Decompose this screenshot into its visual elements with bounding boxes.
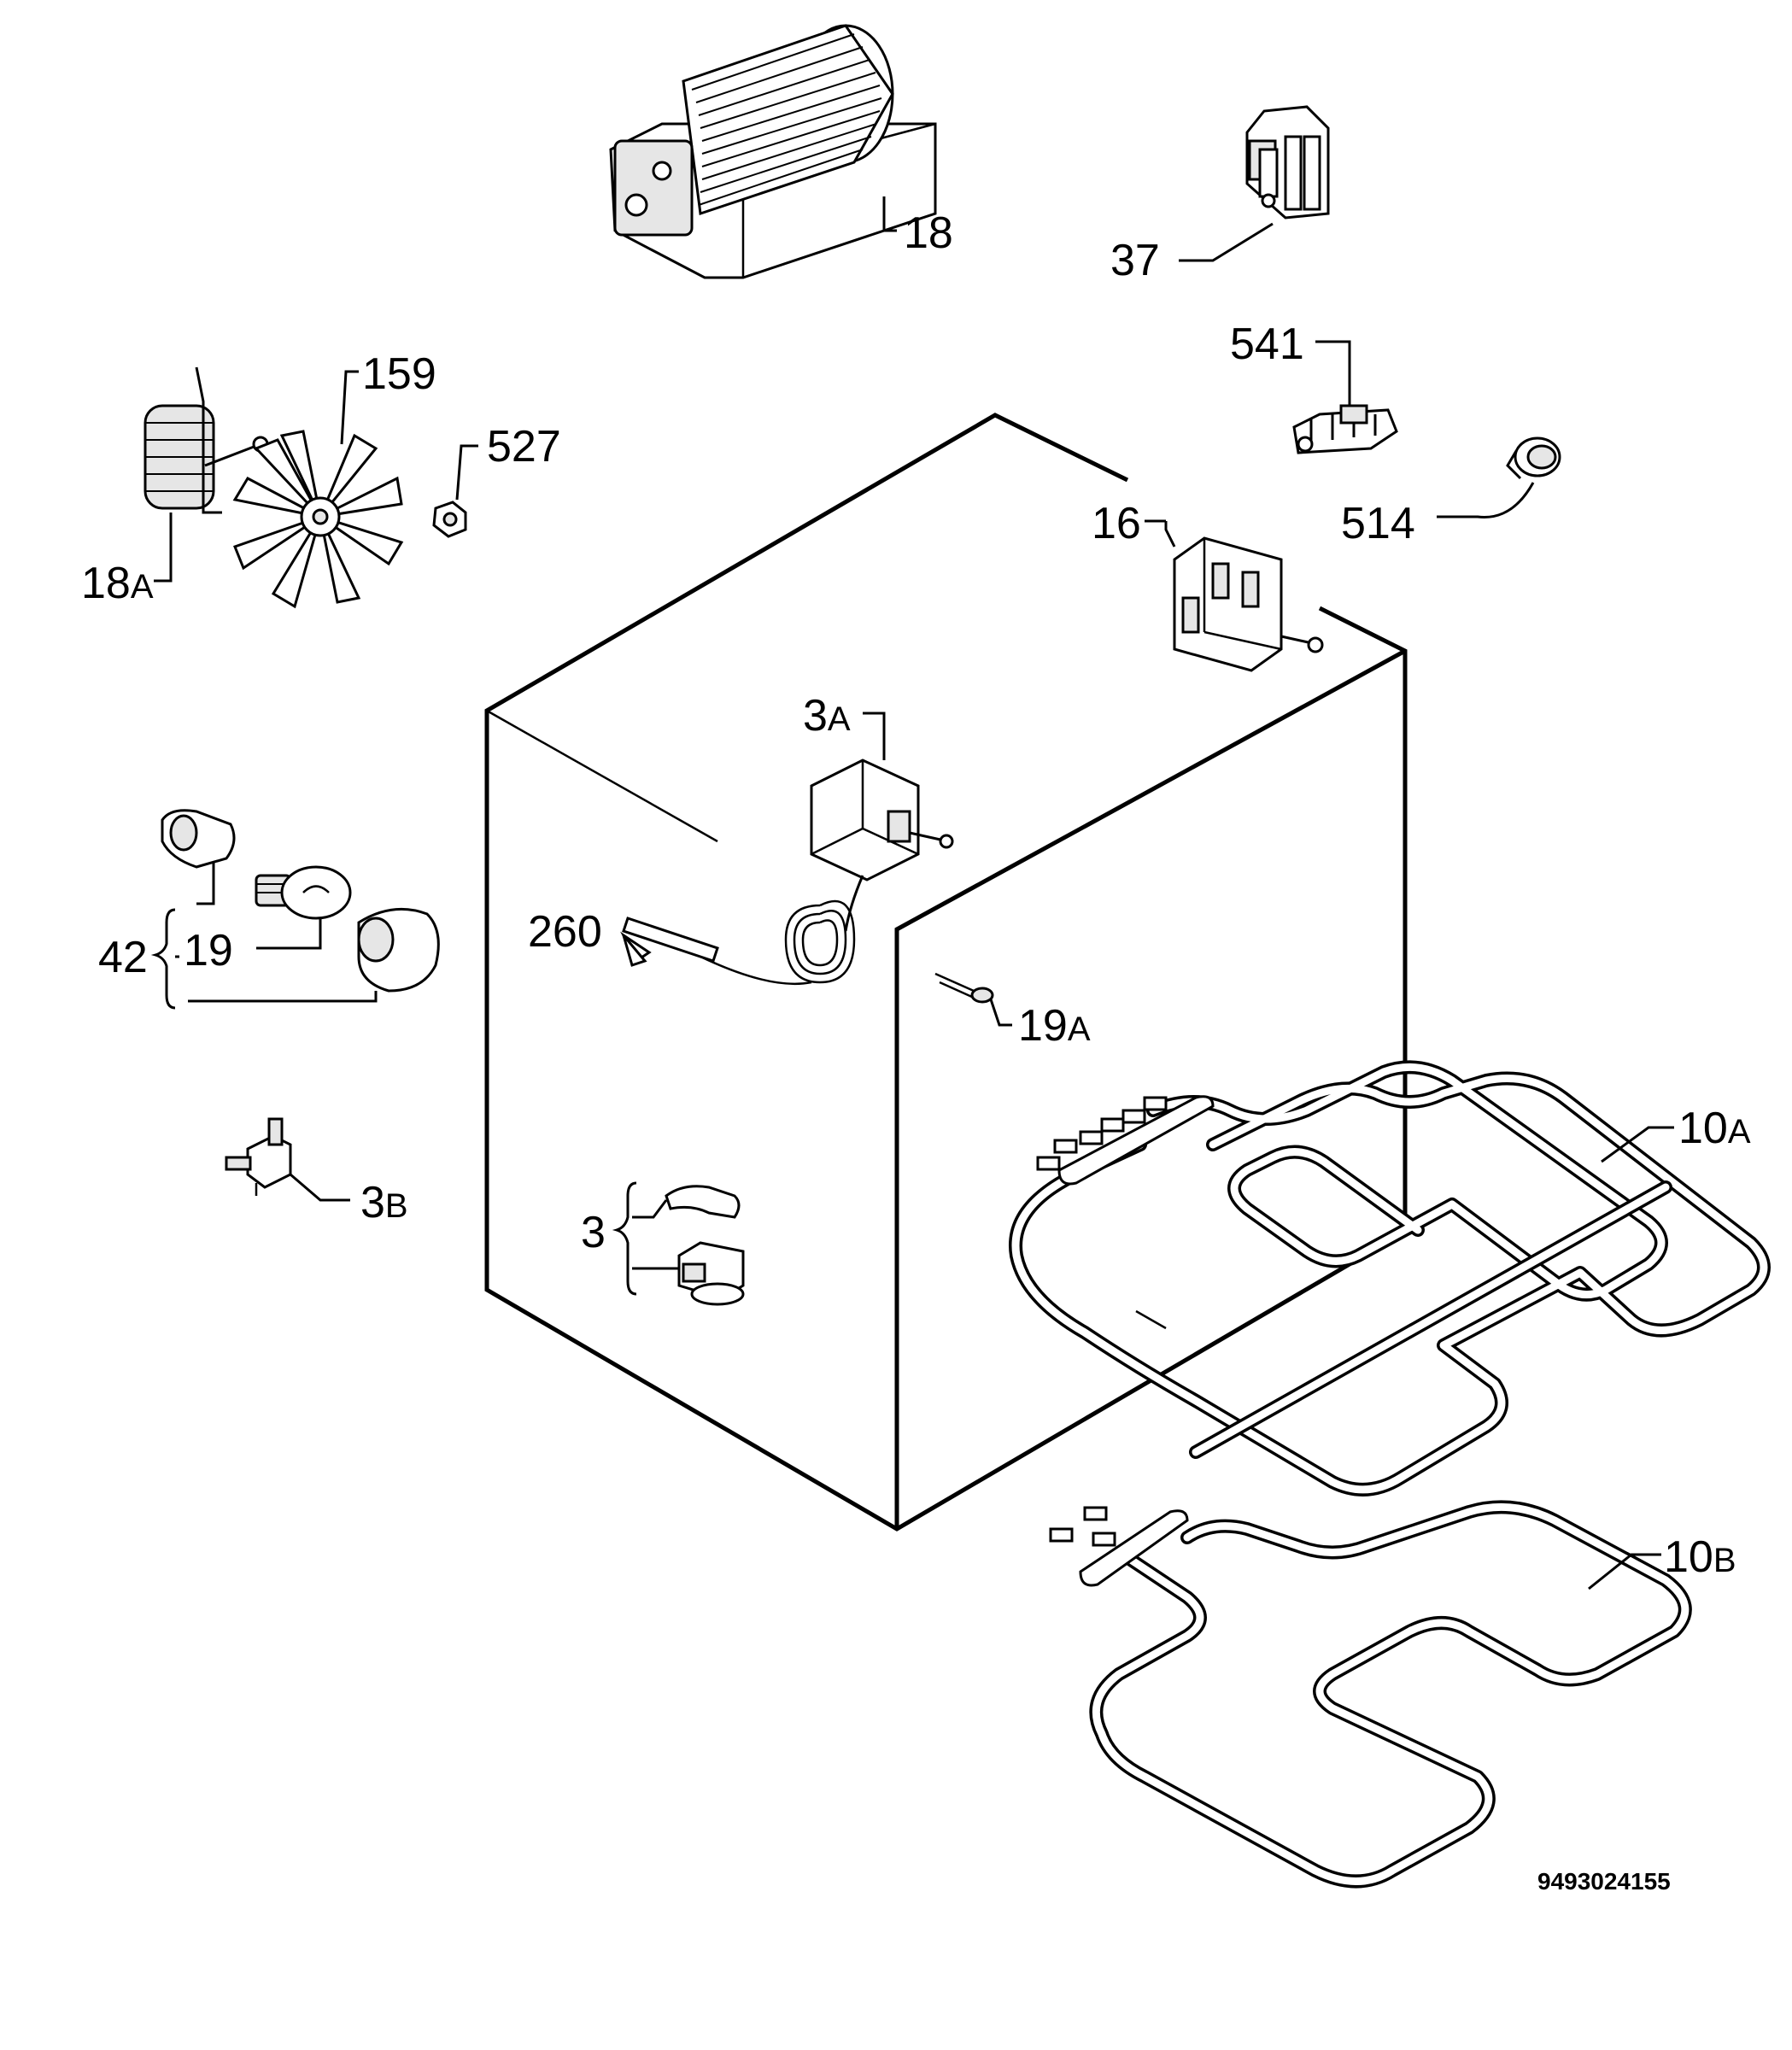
callout-159: 159 bbox=[362, 349, 436, 399]
knob-bushing-part bbox=[1437, 436, 1561, 518]
sensor-part bbox=[934, 972, 1012, 1027]
callout-18: 18 bbox=[904, 208, 953, 258]
callout-42: 42 bbox=[98, 933, 148, 982]
oven-lamp-assembly-part bbox=[150, 809, 440, 1010]
switch-block-part bbox=[1179, 105, 1330, 262]
callout-10A: 10A bbox=[1678, 1104, 1751, 1153]
callout-527: 527 bbox=[487, 422, 561, 472]
capillary-clip-part bbox=[620, 931, 652, 967]
callout-18A: 18A bbox=[81, 559, 154, 608]
callout-541: 541 bbox=[1230, 319, 1304, 369]
fan-motor-part bbox=[143, 366, 269, 583]
grill-heating-element-part bbox=[1009, 1060, 1771, 1496]
thermostat-clip-parts bbox=[612, 1181, 745, 1306]
callout-16: 16 bbox=[1092, 499, 1141, 548]
callout-19: 19 bbox=[184, 926, 233, 975]
selector-switch-part bbox=[1145, 519, 1324, 672]
callout-19A: 19A bbox=[1018, 1001, 1091, 1051]
thermostat-part bbox=[622, 712, 954, 986]
callout-3: 3 bbox=[581, 1208, 606, 1257]
callout-514: 514 bbox=[1341, 499, 1415, 548]
tangential-fan-part bbox=[609, 24, 937, 279]
oven-cavity-box bbox=[484, 413, 1408, 1532]
callout-10B: 10B bbox=[1664, 1532, 1736, 1582]
callout-260: 260 bbox=[528, 907, 602, 957]
callout-3A: 3A bbox=[803, 691, 851, 741]
callout-37: 37 bbox=[1110, 236, 1160, 285]
drawing-code: 9493024155 bbox=[1537, 1868, 1671, 1895]
bottom-heating-element-part bbox=[1049, 1500, 1692, 1889]
fan-nut-part bbox=[432, 444, 478, 538]
callout-3B: 3B bbox=[360, 1178, 408, 1227]
terminal-block-part bbox=[1292, 340, 1398, 454]
thermal-fuse-part bbox=[225, 1117, 350, 1202]
fan-impeller-part bbox=[232, 370, 404, 609]
